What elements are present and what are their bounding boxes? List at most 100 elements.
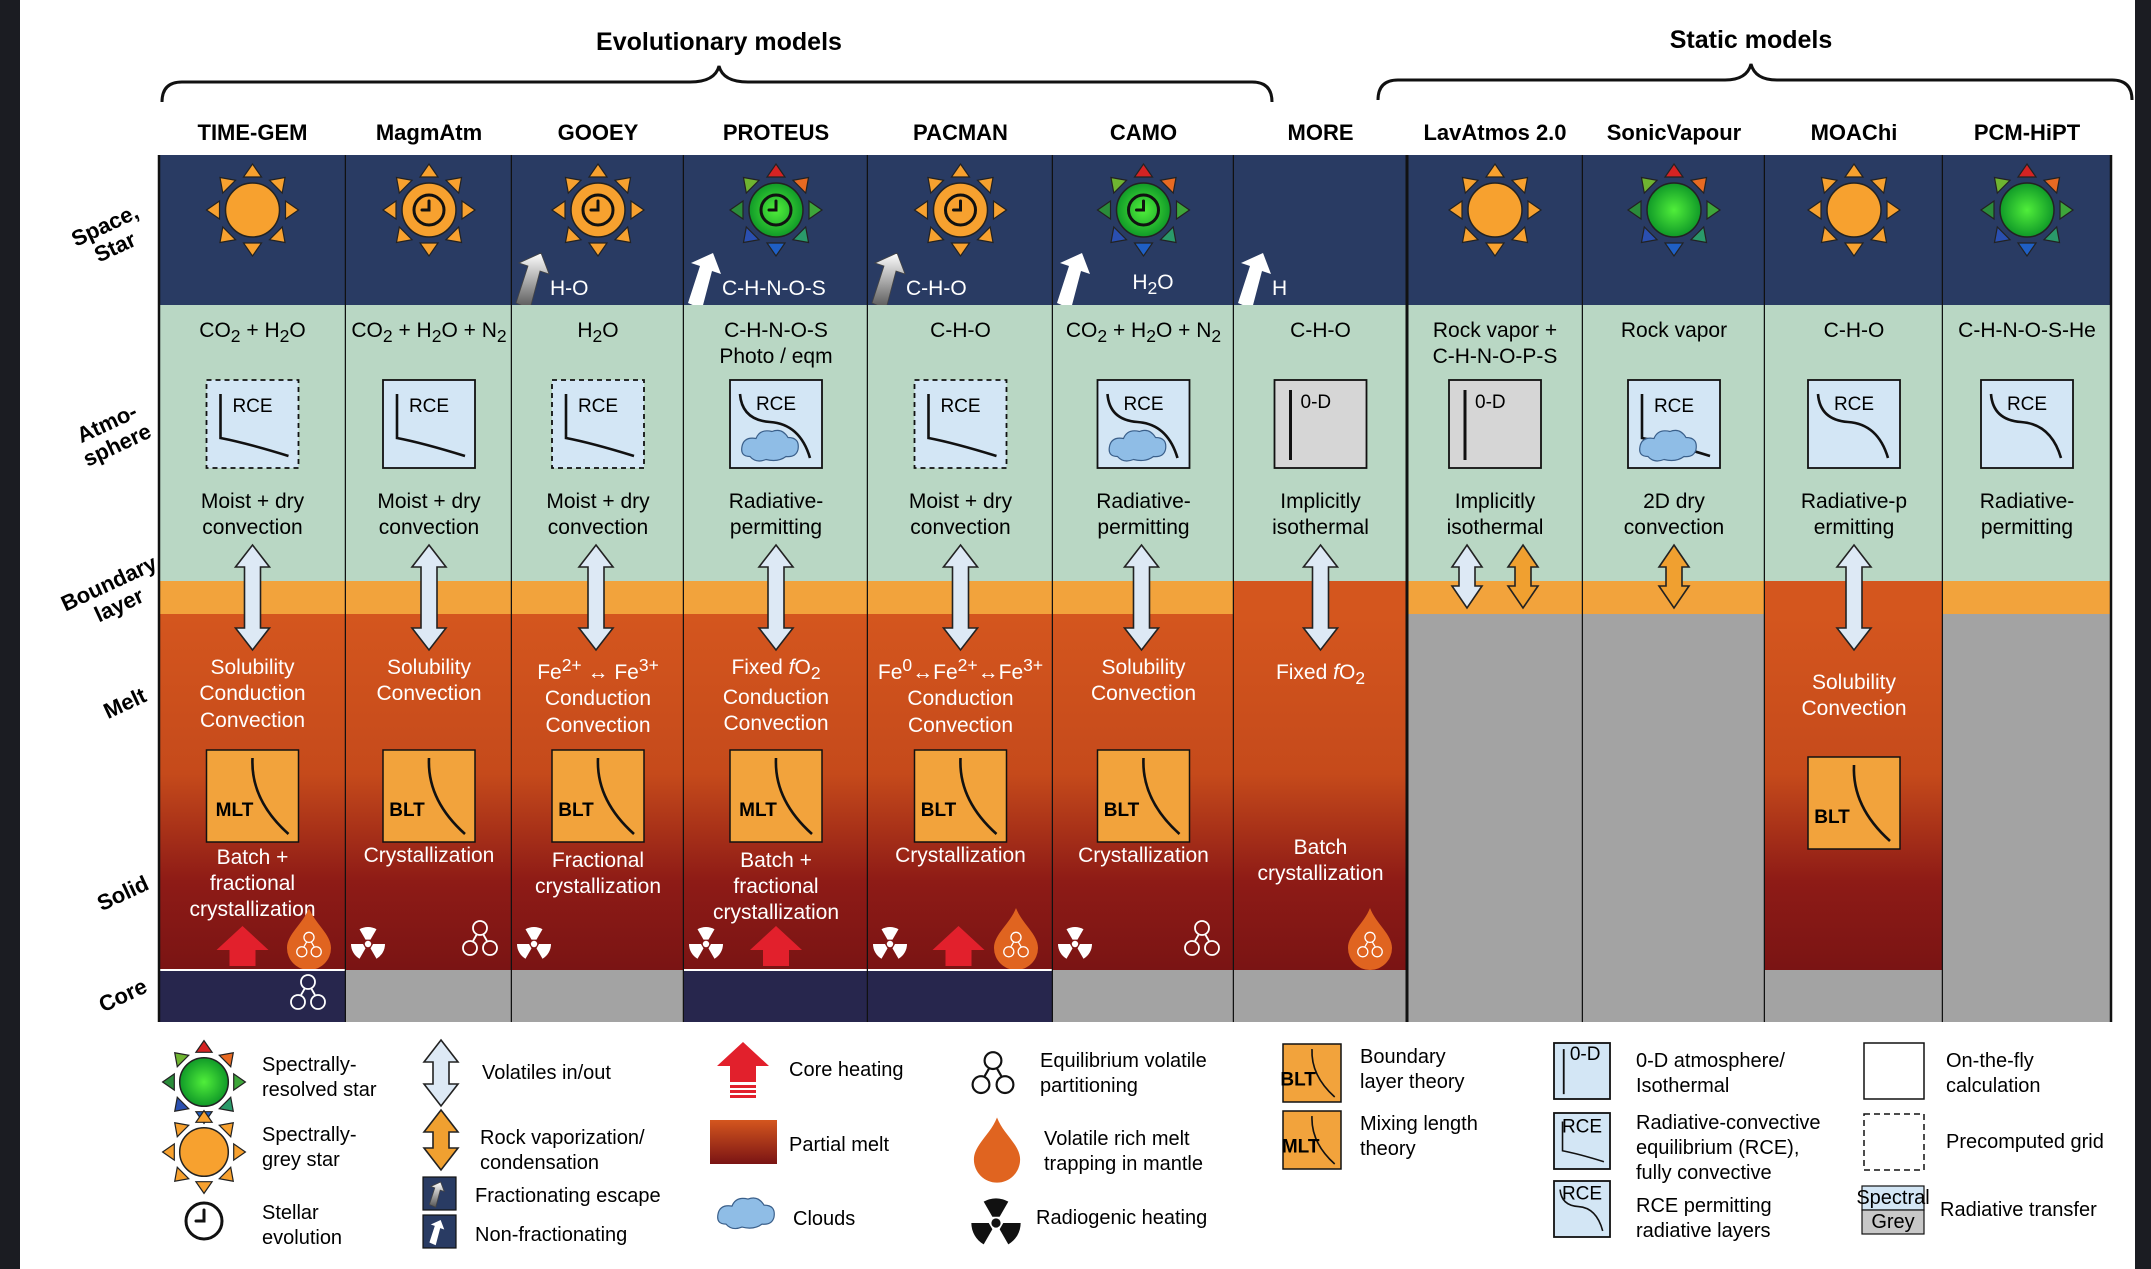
- atmosphere-description: Radiative-permitting: [729, 490, 824, 539]
- spectral-star-icon: [1979, 162, 2075, 258]
- box-label: RCE: [940, 396, 980, 417]
- legend-radiogenic: Radiogenic heating: [1036, 1207, 1207, 1229]
- box-label: 0-D: [1570, 1044, 1601, 1065]
- melt-solid-layer: [1234, 614, 1407, 970]
- clock-icon: [412, 193, 446, 227]
- atmosphere-structure-box: RCE: [205, 379, 300, 469]
- core-layer: [1765, 970, 1943, 1022]
- grey-star-icon: [913, 162, 1008, 258]
- boundary-layer: [1943, 581, 2111, 614]
- volatiles-in-out-arrow: [757, 543, 795, 652]
- legend-grey-star: Spectrally-grey star: [262, 1124, 356, 1171]
- radiogenic-heating-icon: [517, 926, 551, 959]
- atmosphere-species: CO2 + H2O: [199, 319, 305, 346]
- box-label: RCE: [1834, 394, 1874, 415]
- atmosphere-description: Radiative-permitting: [1096, 490, 1191, 539]
- clock-icon: [759, 193, 793, 227]
- solid-description: Crystallization: [364, 844, 495, 867]
- box-label: 0-D: [1475, 392, 1506, 413]
- atmosphere-species-text: C-H-O: [930, 319, 991, 342]
- legend-partial-melt: Partial melt: [789, 1134, 889, 1156]
- volatile-trap-icon: [994, 908, 1038, 970]
- core-layer: [1234, 970, 1407, 1022]
- legend-core-heating: Core heating: [789, 1059, 904, 1081]
- legend-grey-word: Grey: [1871, 1211, 1914, 1233]
- mix-box-label: BLT: [1104, 800, 1140, 821]
- model-name: PROTEUS: [723, 120, 829, 145]
- interior-not-modelled: [1943, 614, 2111, 1022]
- legend-core-heating-arrow: [717, 1042, 769, 1098]
- cloud-icon: [1108, 429, 1167, 462]
- atmosphere-species-text: H2O: [577, 319, 619, 347]
- grey-star-icon: [381, 162, 477, 258]
- nonfractionating-escape-arrow: [1057, 253, 1090, 309]
- partitioning-icon: [1184, 920, 1220, 956]
- atmosphere-species-text: C-H-O: [1290, 319, 1351, 342]
- atmosphere-structure-box: 0-D: [1448, 379, 1542, 469]
- box-label: RCE: [1123, 394, 1163, 415]
- legend-onthefly-box: [1863, 1042, 1925, 1100]
- mixing-scheme-box: BLT: [913, 749, 1008, 843]
- radiogenic-heating-icon: [351, 926, 385, 959]
- fractionating-escape-arrow: [515, 252, 550, 310]
- model-name: MORE: [1288, 120, 1354, 145]
- radiogenic-heating-icon: [873, 926, 907, 959]
- atmosphere-species: C-H-O: [1290, 319, 1351, 342]
- atmosphere-species: C-H-O: [930, 319, 991, 342]
- atmosphere-species-text: C-H-O: [1823, 319, 1885, 342]
- legend-rce-box: RCE: [1553, 1112, 1611, 1170]
- escape-species: H-O: [550, 277, 589, 300]
- atmosphere-species: Rock vapor +C-H-N-O-P-S: [1433, 319, 1558, 368]
- core-layer: [868, 970, 1053, 1022]
- partitioning-icon: [290, 974, 326, 1010]
- radiogenic-heating-icon: [689, 926, 723, 959]
- brace-static: [1376, 63, 2134, 101]
- spectral-star-icon: [161, 1039, 247, 1125]
- legend-frac-escape: [422, 1176, 457, 1211]
- clock-icon: [581, 193, 615, 227]
- partitioning-icon: [1357, 931, 1383, 958]
- cloud-icon: [741, 429, 799, 462]
- legend-mlt-box: MLT: [1282, 1110, 1342, 1170]
- mixing-scheme-box: BLT: [551, 749, 645, 843]
- legend-nonfrac-escape: [422, 1214, 457, 1249]
- model-name: PCM-HiPT: [1974, 120, 2081, 145]
- core-layer: [684, 970, 868, 1022]
- legend-spectral-word: Spectral: [1856, 1187, 1929, 1209]
- mixing-scheme-box: MLT: [205, 749, 300, 843]
- legend-nonfrac-escape-text: Non-fractionating: [475, 1224, 627, 1246]
- legend-blt-box: BLT: [1280, 1043, 1342, 1103]
- box-label: RCE: [409, 396, 449, 417]
- spectral-star-icon: [1096, 162, 1191, 258]
- grey-star-icon: [1806, 162, 1902, 258]
